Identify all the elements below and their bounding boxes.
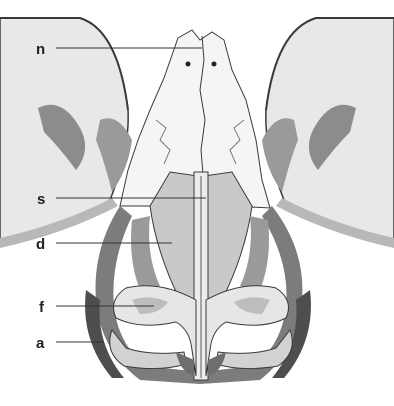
label-s: s [37,191,45,208]
right-orbit [262,18,394,248]
foramen-right [212,62,217,67]
foramen-left [186,62,191,67]
label-f: f [39,299,45,316]
label-d: d [36,236,45,253]
left-orbit [0,18,132,248]
label-n: n [36,41,45,58]
label-a: a [36,335,45,352]
